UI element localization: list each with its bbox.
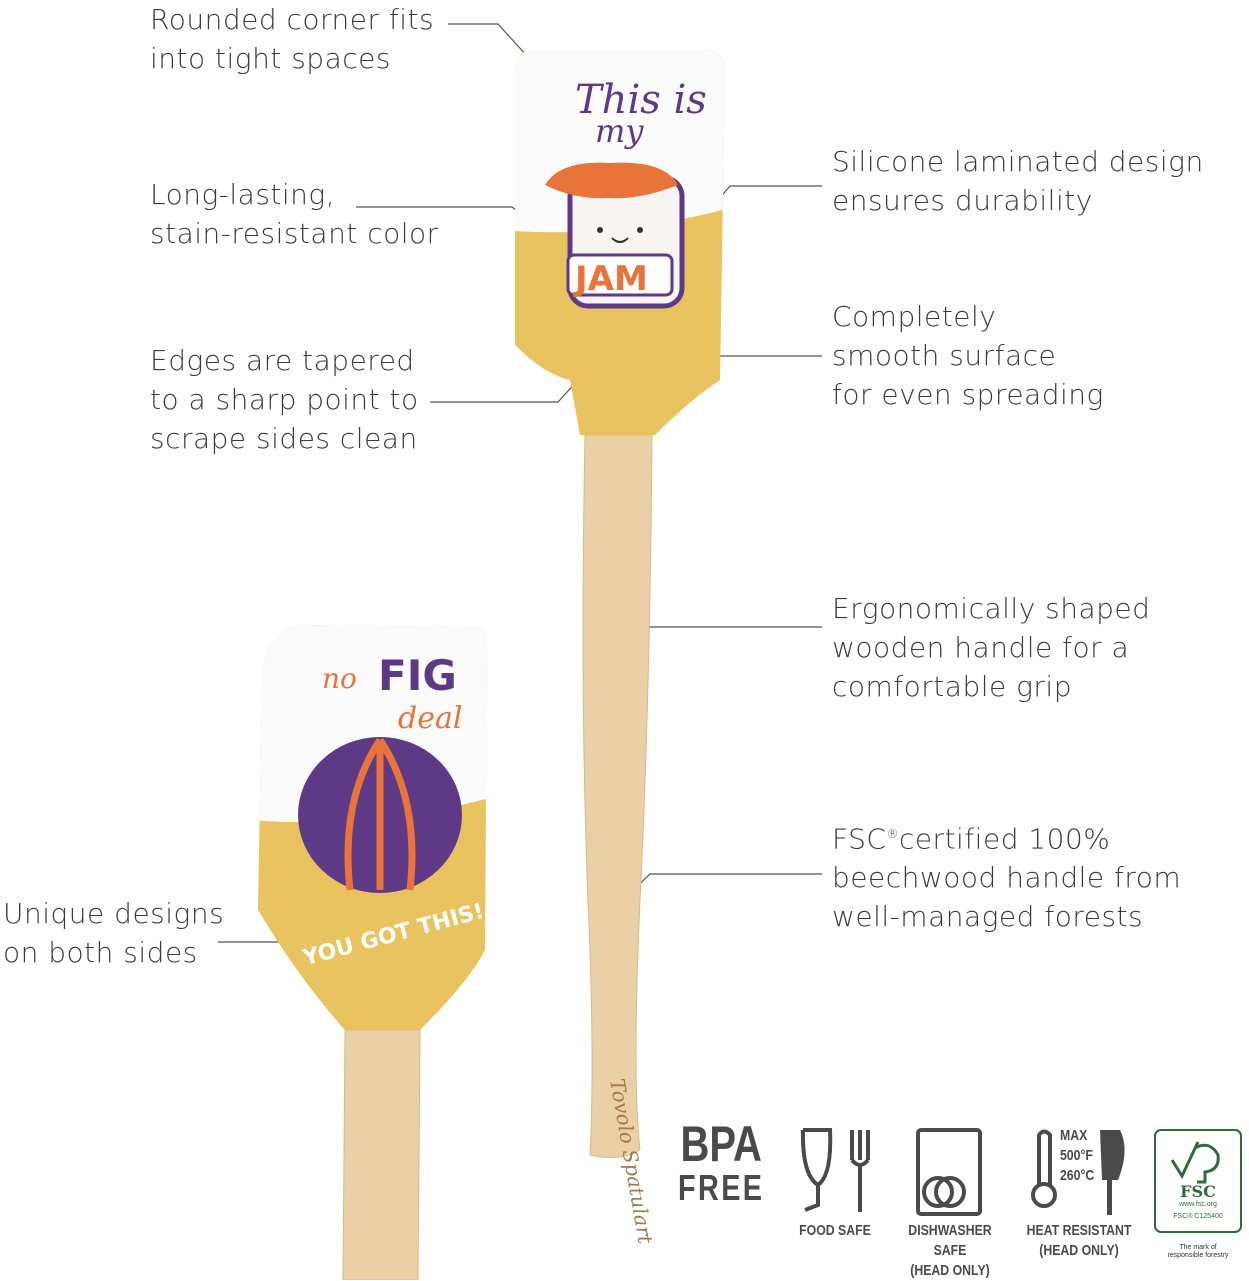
- jam-label: JAM: [573, 259, 648, 299]
- callout-line: on both sides: [3, 936, 198, 969]
- callout-line: Long-lasting,: [150, 178, 336, 211]
- jam-headline-1: This is: [575, 77, 707, 123]
- callout-line: for even spreading: [832, 378, 1104, 411]
- tagline-line: responsible forestry: [1167, 1252, 1229, 1259]
- celsius-text: 260°C: [1059, 1167, 1095, 1184]
- callout-edges: Edges are tapered to a sharp point to sc…: [150, 341, 419, 458]
- callout-line: smooth surface: [832, 339, 1057, 372]
- callout-line: beechwood handle from: [832, 861, 1182, 895]
- heat-max: MAX 500°F 260°C: [1060, 1126, 1096, 1186]
- callout-line: stain-resistant color: [150, 217, 439, 250]
- fsc-rest: certified 100%: [898, 822, 1111, 856]
- label-line: (HEAD ONLY): [1039, 1242, 1119, 1259]
- jam-headline-2: my: [595, 112, 644, 150]
- callout-line: Completely: [832, 300, 997, 333]
- callout-line: wooden handle for a: [832, 631, 1130, 664]
- callout-line: Silicone laminated design: [832, 145, 1204, 178]
- max-text: MAX: [1059, 1127, 1088, 1144]
- callout-rounded-corner: Rounded corner fits into tight spaces: [150, 0, 434, 78]
- callout-line: scrape sides clean: [150, 422, 418, 455]
- callout-unique: Unique designs on both sides: [3, 894, 224, 972]
- callout-line: ensures durability: [832, 184, 1093, 217]
- fsc-name: FSC: [1180, 1182, 1216, 1201]
- dishwasher-icon: [916, 1128, 982, 1216]
- callout-line: well-managed forests: [832, 900, 1144, 934]
- callout-line: to a sharp point to: [150, 383, 419, 416]
- callout-line: Unique designs: [3, 897, 225, 930]
- label-line: HEAT RESISTANT: [1026, 1222, 1132, 1239]
- back-handle: [342, 1029, 421, 1280]
- badge-icons: [800, 1128, 1057, 1216]
- free-text: FREE: [678, 1167, 765, 1208]
- food-safe-label: FOOD SAFE: [799, 1222, 871, 1239]
- tagline-line: The mark of: [1179, 1244, 1217, 1251]
- callout-smooth: Completely smooth surface for even sprea…: [832, 297, 1104, 414]
- fsc-url: www.fsc.org: [1179, 1201, 1217, 1208]
- fahrenheit-text: 500°F: [1059, 1147, 1093, 1164]
- callout-ergonomic: Ergonomically shaped wooden handle for a…: [832, 589, 1150, 706]
- spatula-icon: [1100, 1130, 1125, 1215]
- label-line: (HEAD ONLY): [910, 1262, 990, 1279]
- fsc-prefix: FSC: [832, 822, 887, 856]
- registered-mark: ®: [886, 827, 899, 841]
- callout-line: Ergonomically shaped: [832, 592, 1151, 625]
- fig-no: no: [322, 662, 357, 695]
- callout-line: FSC®certified 100%: [832, 815, 1181, 858]
- callout-silicone: Silicone laminated design ensures durabi…: [832, 142, 1204, 220]
- front-handle: [582, 434, 653, 1159]
- thermometer-icon: [1031, 1182, 1057, 1208]
- fsc-tree-icon: [1170, 1141, 1220, 1184]
- bpa-free-badge: BPA FREE: [678, 1116, 765, 1210]
- callout-fsc: FSC®certified 100% beechwood handle from…: [832, 815, 1181, 936]
- callout-line: Rounded corner fits: [150, 3, 435, 36]
- fig-deal: deal: [398, 701, 462, 736]
- fsc-code: FSC® C125400: [1173, 1213, 1223, 1220]
- fsc-tagline: The mark of responsible forestry: [1150, 1244, 1246, 1260]
- callout-line: comfortable grip: [832, 670, 1072, 703]
- fsc-logo: FSC www.fsc.org FSC® C125400: [1155, 1182, 1241, 1221]
- fsc-logo-frame: [1154, 1129, 1242, 1233]
- heat-resistant-label: HEAT RESISTANT (HEAD ONLY): [1026, 1221, 1133, 1261]
- dishwasher-safe-label: DISHWASHER SAFE (HEAD ONLY): [893, 1221, 1008, 1281]
- callout-line: into tight spaces: [150, 42, 391, 75]
- label-line: DISHWASHER SAFE: [908, 1222, 992, 1259]
- callout-long-lasting: Long-lasting, stain-resistant color: [150, 175, 439, 253]
- glass-icon: [800, 1128, 833, 1212]
- bpa-text: BPA: [680, 1116, 762, 1172]
- brand-engraving: Tovolo Spatulart: [605, 1077, 658, 1247]
- fig-word: FIG: [378, 651, 457, 700]
- callout-line: Edges are tapered: [150, 344, 415, 377]
- fork-icon: [850, 1130, 870, 1212]
